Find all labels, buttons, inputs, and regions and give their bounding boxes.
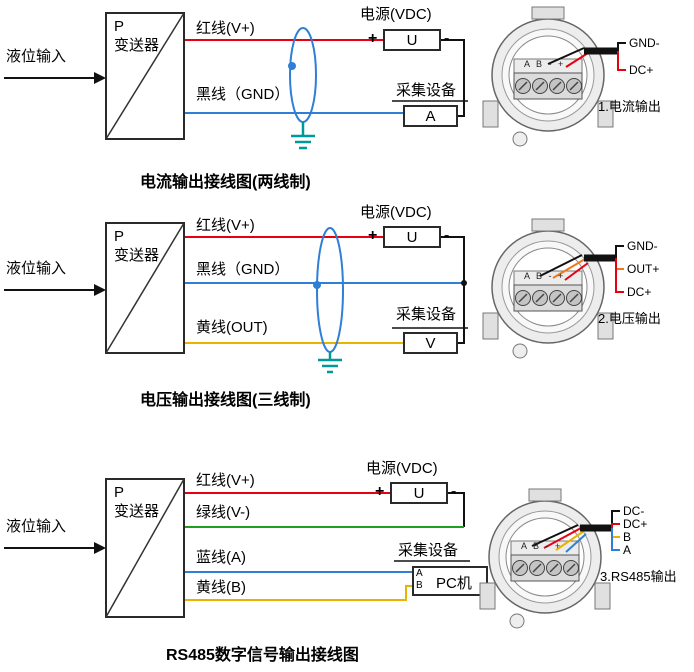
minus-sign-3: -	[451, 483, 457, 500]
collector-label-1: 采集设备	[396, 82, 457, 99]
transmitter-housing-drawing-2	[482, 218, 614, 359]
junction-dot-2	[461, 280, 467, 286]
input-label-2: 液位输入	[6, 260, 67, 277]
green-wire-label-3: 绿线(V-)	[196, 504, 251, 521]
device-output-wires-2	[539, 245, 624, 293]
device-output-wires-1	[547, 42, 626, 71]
input-arrow-3	[4, 542, 106, 554]
device-out-outplus-2: OUT+	[627, 262, 660, 276]
power-minus-wire-1	[441, 39, 465, 117]
device-caption-1: 1.电流输出	[598, 99, 661, 114]
transmitter-name-2: 变送器	[114, 247, 160, 264]
device-out-a-3: A	[623, 543, 632, 557]
transmitter-p-2: P	[114, 228, 125, 245]
power-supply-box-2: U	[383, 226, 441, 248]
transmitter-diagonal-2	[105, 222, 185, 354]
plus-sign-3: +	[375, 483, 385, 500]
terminal-labels-3: A B - +	[521, 541, 563, 551]
pc-label: PC机	[436, 575, 472, 592]
plus-sign-2: +	[368, 227, 378, 244]
ground-symbol-2	[318, 352, 342, 374]
device-out-dcplus-2: DC+	[627, 285, 652, 299]
red-wire-label-2: 红线(V+)	[196, 217, 255, 234]
minus-sign-1: -	[444, 30, 450, 47]
shield-junction-dot-1	[288, 62, 296, 70]
power-supply-box-3: U	[390, 482, 448, 504]
transmitter-p-1: P	[114, 18, 125, 35]
device-output-wires-3	[531, 510, 620, 553]
gnd-wire-label-1: 黑线（GND）	[196, 86, 290, 103]
power-supply-box-1: U	[383, 29, 441, 51]
cable-shield-ellipse-2	[316, 227, 344, 353]
red-wire-label-1: 红线(V+)	[196, 20, 255, 37]
diagram-caption-3: RS485数字信号输出接线图	[166, 647, 359, 664]
cable-shield-ellipse-1	[289, 27, 317, 123]
device-out-dcplus-3: DC+	[623, 517, 648, 531]
transmitter-name-1: 变送器	[114, 37, 160, 54]
device-out-b-3: B	[623, 530, 632, 544]
diagram-caption-2: 电压输出接线图(三线制)	[140, 392, 311, 409]
terminal-labels-2: A B - +	[524, 271, 566, 281]
plus-sign-1: +	[368, 30, 378, 47]
gnd-wire-label-2: 黑线（GND）	[196, 261, 290, 278]
transmitter-name-3: 变送器	[114, 503, 160, 520]
diagram-caption-1: 电流输出接线图(两线制)	[140, 174, 311, 191]
device-caption-3: 3.RS485输出	[600, 569, 677, 584]
yellow-wire-label-3: 黄线(B)	[196, 579, 246, 596]
voltmeter-box-2: V	[403, 332, 458, 354]
input-label-1: 液位输入	[6, 48, 67, 65]
transmitter-diagonal-3	[105, 478, 185, 618]
shield-junction-dot-2	[313, 281, 321, 289]
transmitter-p-3: P	[114, 484, 125, 501]
power-label-2: 电源(VDC)	[360, 204, 432, 221]
red-wire-label-3: 红线(V+)	[196, 472, 255, 489]
pc-box-3	[412, 566, 488, 596]
input-label-3: 液位输入	[6, 518, 67, 535]
power-minus-wire-3	[448, 492, 465, 527]
pc-port-b-label: B	[416, 580, 423, 591]
out-wire-label-2: 黄线(OUT)	[196, 319, 268, 336]
device-caption-2: 2.电压输出	[598, 311, 661, 326]
power-label-1: 电源(VDC)	[360, 6, 432, 23]
input-arrow-1	[4, 72, 106, 84]
pc-port-a-label: A	[416, 568, 423, 579]
minus-sign-2: -	[444, 227, 450, 244]
yellow-b-wire-3	[185, 585, 412, 601]
transmitter-housing-drawing-1	[482, 6, 614, 147]
collector-label-3: 采集设备	[398, 542, 459, 559]
transmitter-diagonal-1	[105, 12, 185, 140]
ground-symbol-1	[291, 122, 315, 150]
device-out-gnd-1: GND-	[629, 36, 660, 50]
blue-wire-label-3: 蓝线(A)	[196, 549, 246, 566]
device-out-dcplus-1: DC+	[629, 63, 654, 77]
ammeter-box-1: A	[403, 105, 458, 127]
terminal-labels-1: A B - +	[524, 59, 566, 69]
input-arrow-2	[4, 284, 106, 296]
power-minus-wire-2	[441, 236, 465, 344]
collector-label-2: 采集设备	[396, 306, 457, 323]
transmitter-housing-drawing-3	[479, 488, 611, 629]
device-out-gnd-2: GND-	[627, 239, 658, 253]
device-out-dcminus-3: DC-	[623, 504, 645, 518]
power-label-3: 电源(VDC)	[366, 460, 438, 477]
